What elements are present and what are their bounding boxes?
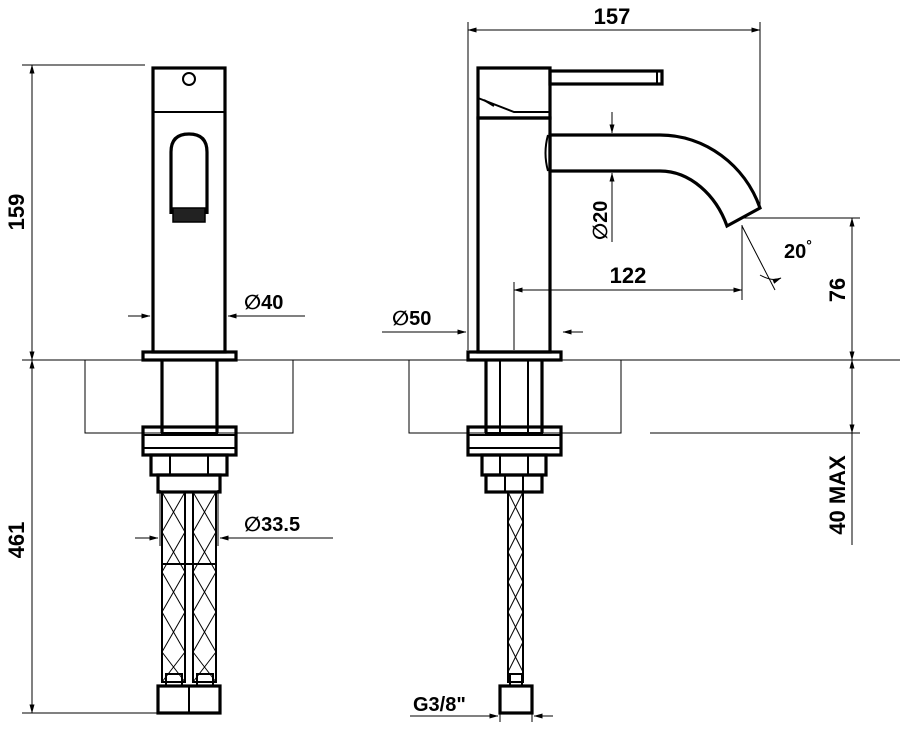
side-spout [548, 133, 762, 229]
dim-122-label: 122 [610, 263, 647, 288]
front-hose-right [192, 491, 217, 683]
front-counter-slab [84, 359, 294, 434]
side-counter-slab [408, 359, 622, 434]
side-view: 157 ∅20 122 ∅50 20° 76 40 MAX [382, 4, 860, 722]
dim-diameter-20-label: ∅20 [590, 201, 612, 240]
dim-157-label: 157 [594, 4, 631, 29]
dim-40-max-label: 40 MAX [825, 455, 850, 535]
angle-20-label: 20° [784, 237, 812, 263]
front-view: 159 461 ∅40 ∅33.5 [4, 64, 333, 715]
front-hose-left [161, 491, 186, 683]
dim-159-label: 159 [4, 194, 29, 231]
side-lever [548, 69, 664, 86]
thread-g3-8-label: G3/8" [413, 694, 466, 716]
dim-76-label: 76 [825, 278, 850, 302]
front-lever-pivot [182, 72, 196, 86]
dim-diameter-40-label: ∅40 [244, 292, 283, 314]
dim-diameter-33-5-label: ∅33.5 [244, 514, 300, 536]
dim-diameter-50-label: ∅50 [392, 308, 431, 330]
dim-461-label: 461 [4, 522, 29, 559]
side-hose [507, 491, 524, 683]
